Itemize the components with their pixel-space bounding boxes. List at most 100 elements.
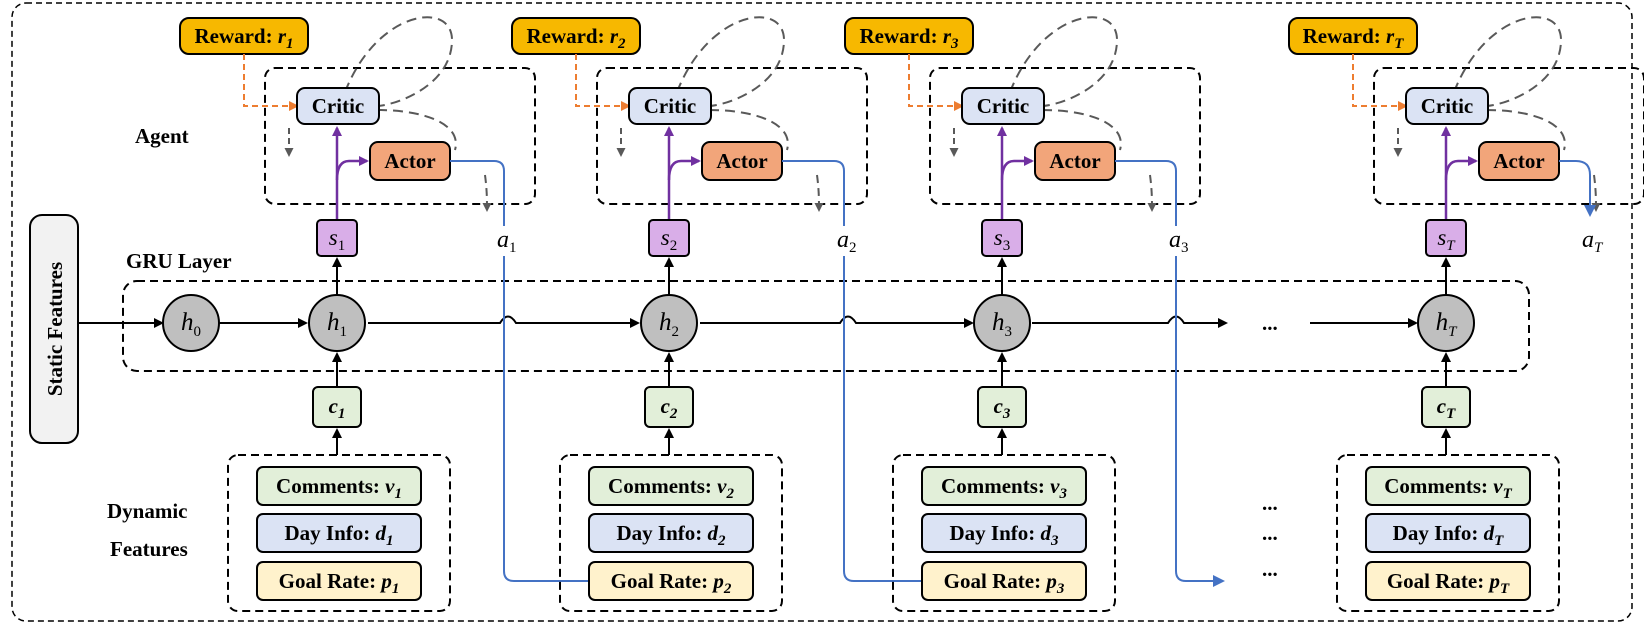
- reward-label: Reward: r1: [194, 24, 293, 52]
- goal-rate-prefix: Goal Rate:: [279, 569, 382, 593]
- reward-label: Reward: r3: [859, 24, 959, 52]
- reward-subscript: T: [1394, 36, 1404, 52]
- reward-symbol: r: [943, 24, 952, 48]
- features-ellipsis-3: ...: [1262, 557, 1278, 581]
- context-label: c1: [329, 394, 346, 422]
- action-symbol: a: [837, 227, 849, 253]
- comments-subscript: 3: [1058, 486, 1067, 502]
- gru-layer-label: GRU Layer: [126, 249, 232, 273]
- day-info-label: Day Info: d3: [949, 521, 1059, 549]
- action-line-upper: [450, 160, 505, 226]
- goal-rate-label: Goal Rate: p3: [944, 569, 1065, 597]
- goal-rate-symbol: p: [379, 569, 392, 593]
- action-symbol: a: [1582, 227, 1594, 253]
- critic-loop-dashed: [676, 16, 786, 107]
- action-line-upper: [1115, 160, 1177, 226]
- context-subscript: T: [1446, 406, 1456, 422]
- day-info-prefix: Day Info:: [616, 521, 707, 545]
- day-info-box: Day Info: dT: [1365, 513, 1531, 553]
- state-subscript: 2: [670, 238, 678, 254]
- agent-box: [929, 67, 1201, 205]
- goal-rate-label: Goal Rate: pT: [1387, 569, 1510, 597]
- reward-subscript: 3: [950, 36, 959, 52]
- state-box-bg: [1425, 219, 1467, 257]
- action-label: a1: [497, 227, 517, 256]
- goal-rate-box-bg: [588, 561, 754, 601]
- state-label: sT: [1437, 225, 1456, 254]
- state-to-actor-arrow: [1000, 156, 1034, 181]
- state-to-actor-arrow: [335, 156, 369, 181]
- hidden-node-label: hT: [1436, 309, 1459, 340]
- hidden-node-circle: [1417, 294, 1475, 352]
- day-info-subscript: 3: [1050, 533, 1059, 549]
- action-subscript: 3: [1181, 240, 1189, 256]
- critic-loop-dashed: [344, 16, 454, 107]
- state-subscript: 1: [338, 238, 346, 254]
- comments-box-bg: [588, 466, 754, 506]
- h3-to-ellipsis-arrow: [1032, 315, 1228, 328]
- critic-box-bg: [296, 87, 380, 125]
- agent-label: Agent: [135, 124, 189, 148]
- dynamic-features-box: [892, 454, 1116, 612]
- reward-box-4: Reward: rT: [1288, 17, 1418, 55]
- day-info-label: Day Info: d1: [284, 521, 393, 549]
- action-symbol: a: [497, 227, 509, 253]
- comments-prefix: Comments:: [276, 474, 385, 498]
- day-info-symbol: d: [1484, 521, 1495, 545]
- agent-box: [264, 67, 536, 205]
- context-subscript: 2: [669, 406, 678, 422]
- action-subscript: T: [1594, 240, 1604, 256]
- comments-prefix: Comments:: [941, 474, 1050, 498]
- reward-prefix: Reward:: [194, 24, 277, 48]
- dynamic-features-label-line2: Features: [110, 537, 188, 561]
- context-symbol: c: [329, 394, 339, 418]
- state-label: s2: [661, 225, 677, 254]
- gru-layer-box: [122, 280, 1530, 372]
- critic-box-3: Critic: [961, 87, 1045, 125]
- action-to-next-goal-arrow: [843, 256, 953, 587]
- action-subscript: 1: [509, 240, 517, 256]
- hidden-symbol: h: [659, 309, 672, 336]
- day-info-symbol: d: [708, 521, 719, 545]
- critic-loop-dashed: [1009, 16, 1119, 107]
- h2-to-h3-arrow: [700, 315, 974, 328]
- state-box-1: s1: [316, 219, 358, 257]
- context-symbol: c: [1437, 394, 1447, 418]
- action-label: a2: [837, 227, 857, 256]
- critic-box-bg: [961, 87, 1045, 125]
- state-symbol: s: [329, 225, 338, 250]
- day-info-box: Day Info: d2: [588, 513, 754, 553]
- reward-prefix: Reward:: [526, 24, 609, 48]
- goal-rate-box-bg: [1365, 561, 1531, 601]
- comments-box-bg: [921, 466, 1087, 506]
- comments-symbol: v: [385, 474, 395, 498]
- goal-rate-box-bg: [921, 561, 1087, 601]
- actor-output-dashed: [1147, 174, 1157, 212]
- context-box-4: cT: [1421, 386, 1471, 428]
- hidden-node-label: h1: [327, 309, 347, 340]
- state-to-actor-arrow: [1444, 156, 1478, 181]
- comments-box: Comments: v1: [256, 466, 422, 506]
- context-label: c2: [661, 394, 678, 422]
- context-box-2: c2: [644, 386, 694, 428]
- goal-rate-symbol: p: [1487, 569, 1500, 593]
- action-line-upper: [782, 160, 845, 226]
- goal-rate-label: Goal Rate: p1: [279, 569, 400, 597]
- goal-rate-prefix: Goal Rate:: [611, 569, 714, 593]
- hidden-subscript: 2: [672, 324, 680, 340]
- goal-rate-symbol: p: [711, 569, 724, 593]
- reward-prefix: Reward:: [1303, 24, 1386, 48]
- day-info-box-bg: [588, 513, 754, 553]
- action-to-next-goal-arrow: [1175, 256, 1225, 587]
- context-subscript: 1: [338, 406, 346, 422]
- comments-label: Comments: v3: [941, 474, 1067, 502]
- dynamic-features-box: [559, 454, 783, 612]
- reward-box-1: Reward: r1: [179, 17, 309, 55]
- reward-symbol: r: [1386, 24, 1395, 48]
- comments-label: Comments: vT: [1384, 474, 1512, 502]
- context-box-bg: [644, 386, 694, 428]
- state-box-bg: [981, 219, 1023, 257]
